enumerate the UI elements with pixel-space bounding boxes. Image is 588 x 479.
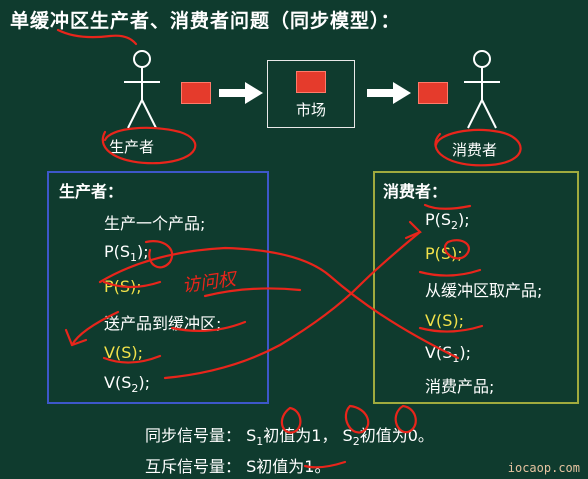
consumer-panel: 消费者： P(S2); P(S); 从缓冲区取产品; V(S); V(S1); … bbox=[373, 171, 579, 404]
sync-semaphore-note: 同步信号量： S1初值为1， S2初值为0。 bbox=[145, 426, 434, 449]
consumer-step: V(S1); bbox=[425, 343, 471, 366]
consumer-stick-figure-icon bbox=[464, 50, 500, 129]
producer-step: V(S); bbox=[104, 343, 143, 362]
producer-step: 生产一个产品; bbox=[104, 214, 206, 233]
mutex-semaphore-note: 互斥信号量： S初值为1。 bbox=[145, 457, 331, 476]
producer-item-block bbox=[181, 82, 211, 104]
producer-step: P(S1); bbox=[104, 242, 149, 265]
consumer-step: P(S); bbox=[425, 244, 463, 263]
consumer-item-block bbox=[418, 82, 448, 104]
producer-panel: 生产者： 生产一个产品; P(S1); P(S); 送产品到缓冲区; V(S);… bbox=[47, 171, 269, 404]
consumer-step: 消费产品; bbox=[425, 377, 495, 396]
arrow-right-icon bbox=[219, 82, 263, 104]
market-item-block bbox=[296, 71, 326, 93]
market-label: 市场 bbox=[295, 101, 326, 119]
producer-label: 生产者 bbox=[109, 138, 155, 156]
consumer-label: 消费者 bbox=[452, 141, 498, 159]
consumer-step: P(S2); bbox=[425, 210, 470, 233]
page-title: 单缓冲区生产者、消费者问题（同步模型）： bbox=[10, 10, 401, 32]
producer-step: V(S2); bbox=[104, 373, 150, 396]
producer-step: P(S); bbox=[104, 277, 142, 296]
market-box: 市场 bbox=[267, 60, 355, 128]
watermark: iocaop.com bbox=[507, 461, 580, 475]
consumer-heading: 消费者： bbox=[383, 182, 448, 201]
arrow-right-icon bbox=[367, 82, 411, 104]
producer-heading: 生产者： bbox=[59, 182, 124, 201]
producer-stick-figure-icon bbox=[124, 50, 160, 129]
producer-step: 送产品到缓冲区; bbox=[104, 314, 222, 333]
consumer-step: 从缓冲区取产品; bbox=[425, 281, 543, 300]
consumer-step: V(S); bbox=[425, 311, 464, 330]
